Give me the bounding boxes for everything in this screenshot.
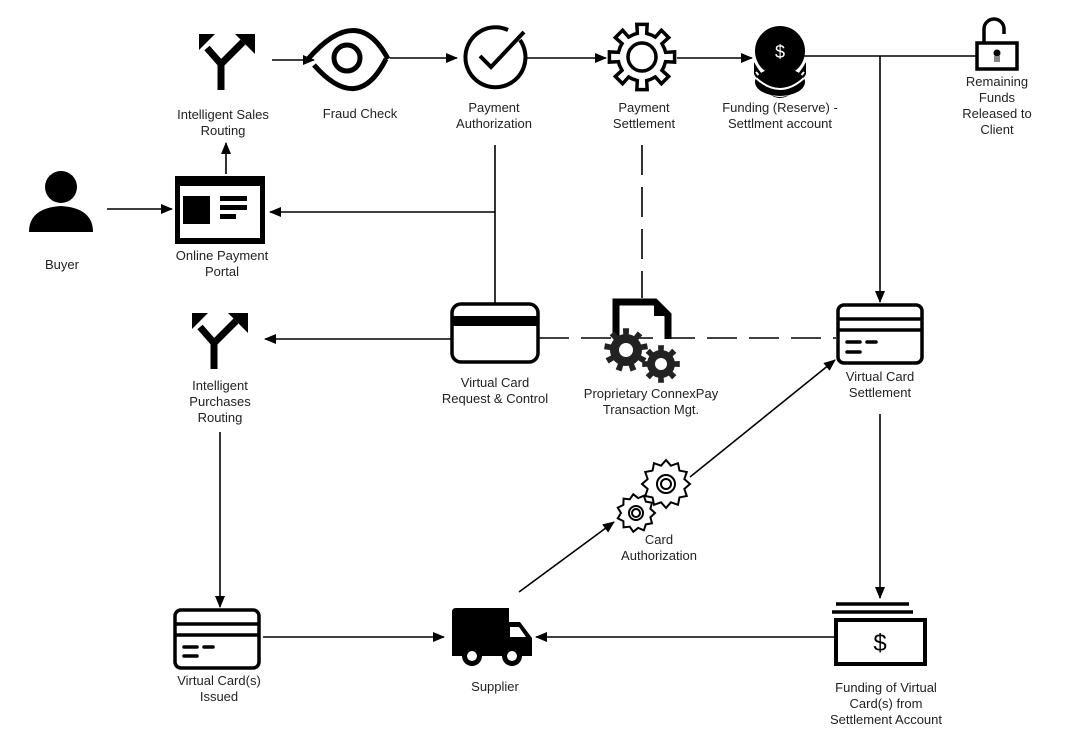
- person-icon[interactable]: [29, 171, 93, 232]
- web-page-icon[interactable]: [175, 176, 265, 244]
- edge-card-auth-to-vc-settlement: [689, 359, 836, 478]
- node-label-vc-settlement: Virtual Card Settlement: [845, 369, 915, 400]
- eye-icon[interactable]: [306, 28, 391, 92]
- unlocked-padlock-icon[interactable]: [975, 17, 1019, 71]
- dollar-glyph: $: [775, 42, 785, 62]
- node-label-funding-reserve: Funding (Reserve) - Settlment account: [722, 100, 838, 131]
- gear-ring: [631, 508, 641, 518]
- credit-card-icon[interactable]: [836, 303, 924, 365]
- coin-stack-icon[interactable]: $: [754, 26, 806, 98]
- check-circle-icon[interactable]: [463, 25, 528, 90]
- node-label-funding-vc: Funding of Virtual Card(s) from Settleme…: [829, 680, 943, 727]
- edge-supplier-to-card-auth: [518, 521, 615, 593]
- delivery-truck-icon[interactable]: [452, 608, 532, 666]
- connectors: [107, 53, 982, 642]
- node-label-intelligent-purchases-routing: Intelligent Purchases Routing: [189, 378, 251, 425]
- node-label-payment-authorization: Payment Authorization: [456, 100, 532, 131]
- gear-icon[interactable]: [607, 22, 677, 92]
- gear-hole: [655, 358, 667, 370]
- cash-stack-icon[interactable]: $: [832, 602, 927, 666]
- node-label-remaining-funds: Remaining Funds Released to Client: [962, 74, 1032, 137]
- node-label-vc-issued: Virtual Card(s) Issued: [177, 673, 261, 704]
- split-arrows-icon[interactable]: [199, 34, 255, 90]
- node-label-transaction-mgmt: Proprietary ConnexPay Transaction Mgt.: [583, 386, 719, 417]
- gear-shape: [616, 492, 657, 534]
- node-label-card-authorization: Card Authorization: [621, 532, 697, 563]
- node-label-online-payment-portal: Online Payment Portal: [175, 248, 269, 279]
- node-label-intelligent-sales-routing: Intelligent Sales Routing: [177, 107, 269, 138]
- node-label-buyer: Buyer: [45, 257, 79, 272]
- gear-ring: [660, 478, 672, 490]
- split-arrows-icon[interactable]: [192, 313, 248, 369]
- gear-ring: [656, 474, 676, 494]
- credit-card-icon[interactable]: [450, 302, 540, 364]
- node-label-supplier: Supplier: [471, 679, 519, 694]
- node-label-payment-settlement: Payment Settlement: [612, 100, 676, 131]
- gear-hole: [619, 343, 633, 357]
- gear-shape: [640, 458, 692, 510]
- credit-card-icon[interactable]: [173, 608, 261, 670]
- node-label-fraud-check: Fraud Check: [322, 106, 398, 121]
- dollar-glyph: $: [873, 630, 886, 657]
- document-gears-icon[interactable]: [604, 298, 680, 383]
- gear-ring: [628, 505, 644, 521]
- node-label-vc-request-control: Virtual Card Request & Control: [441, 375, 549, 406]
- gears-outline-icon[interactable]: [616, 458, 692, 534]
